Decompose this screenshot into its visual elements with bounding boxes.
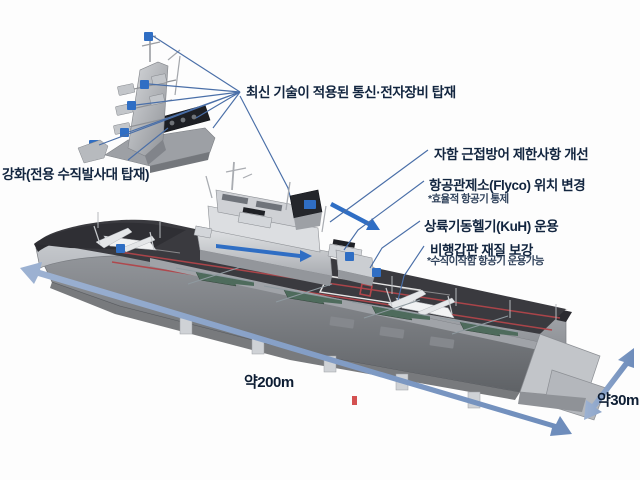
aircraft-bow-tiltrotor	[93, 225, 157, 253]
callout-right-4-note: *수직이착함 항공기 운용가능	[427, 255, 544, 267]
helicopter-2	[263, 283, 343, 305]
beam-dimension-arrow	[584, 348, 634, 420]
beam-dimension-label: 약30m	[597, 392, 639, 409]
length-dimension-arrow	[20, 262, 572, 436]
helicopter-3	[351, 299, 431, 321]
inset-leader-lines	[98, 35, 241, 146]
helicopter-4	[439, 315, 519, 337]
right-leader-lines	[329, 149, 429, 301]
callout-left-label: 강화(전용 수직발사대 탑재)	[2, 167, 150, 182]
mast-inset-detail	[77, 32, 216, 173]
callout-right-4: 비행갑판 재질 보강	[430, 243, 533, 258]
callout-right-2: 항공관제소(Flyco) 위치 변경	[429, 178, 586, 193]
left-leader-line	[127, 127, 169, 161]
helicopter-1	[175, 265, 255, 287]
callout-right-2-note: *효율적 항공기 통제	[428, 193, 509, 205]
callout-title: 최신 기술이 적용된 통신·전자장비 탑재	[246, 85, 456, 100]
callout-right-3: 상륙기동헬기(KuH) 운용	[424, 219, 559, 234]
length-dimension-label: 약200m	[244, 374, 294, 391]
main-ship	[34, 161, 607, 421]
callout-right-1: 자함 근접방어 제한사항 개선	[434, 147, 589, 162]
